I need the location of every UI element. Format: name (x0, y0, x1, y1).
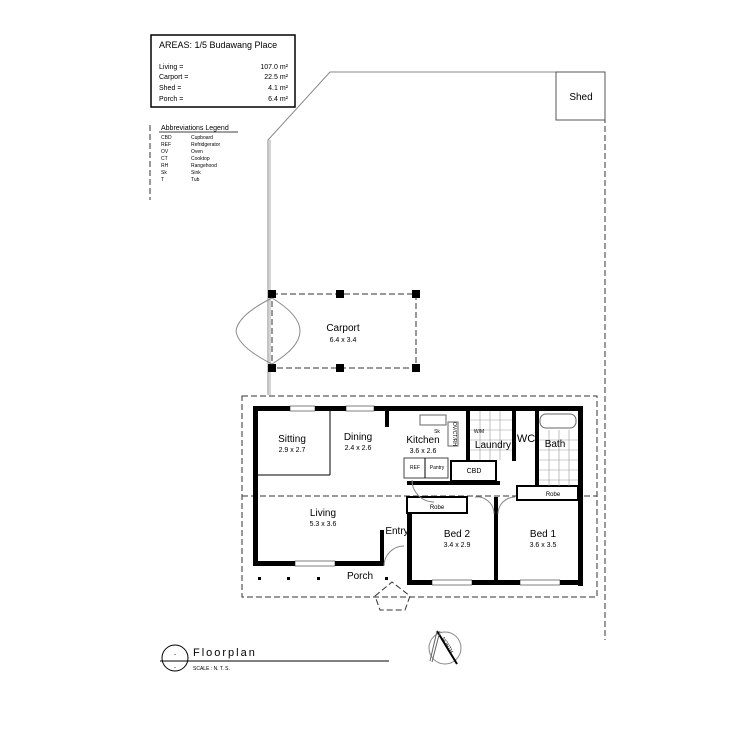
area-value: 107.0 m² (260, 64, 288, 71)
drawing-title: Floorplan (193, 647, 257, 659)
kitchen-sink-label: Sk (434, 429, 440, 435)
legend-meaning: Refridgerator (191, 142, 221, 148)
legend-abbr: CBD (161, 135, 172, 141)
north-label: NORTH (440, 636, 455, 655)
room-bed1-dims: 3.6 x 3.5 (530, 542, 557, 549)
room-bed2-label: Bed 2 (444, 529, 471, 540)
legend-abbr: RH (161, 163, 169, 169)
legend-meaning: Tub (191, 177, 200, 183)
carport-dims: 6.4 x 3.4 (330, 337, 357, 344)
room-kitchen-dims: 3.6 x 2.6 (410, 448, 437, 455)
legend-abbr: T (161, 177, 164, 183)
room-wc-label: WC (517, 433, 535, 445)
scale-label: SCALE : N. T. S. (193, 666, 230, 672)
area-value: 22.5 m² (264, 74, 288, 81)
abbreviations-legend: Abbreviations Legend CBD Cupboard REF Refr… (159, 125, 238, 183)
area-value: 4.1 m² (268, 85, 289, 92)
room-bath-label: Bath (545, 439, 566, 450)
room-entry-label: Entry (385, 526, 408, 537)
room-dining-label: Dining (344, 432, 372, 443)
legend-abbr: Sk (161, 170, 167, 176)
legend-title: Abbreviations Legend (161, 125, 229, 132)
legend-meaning: Sink (191, 170, 201, 176)
kitchen-appliance-label: OV/CT/RH (451, 422, 457, 446)
areas-box: AREAS: 1/5 Budawang Place Living = 107.0… (150, 34, 296, 108)
room-labels: Sitting 2.9 x 2.7 Dining 2.4 x 2.6 Kitch… (278, 422, 565, 582)
legend-meaning: Cooktop (191, 156, 210, 162)
area-label: Shed = (159, 85, 181, 92)
title-block: - - Floorplan SCALE : N. T. S. (160, 644, 389, 672)
areas-title: AREAS: 1/5 Budawang Place (159, 40, 277, 50)
carport: Carport 6.4 x 3.4 (235, 290, 420, 372)
laundry-wm-label: W/M (474, 429, 484, 435)
shed: Shed (555, 71, 606, 121)
room-kitchen-label: Kitchen (406, 435, 439, 446)
property-boundary (149, 71, 606, 640)
bed1-robe-label: Robe (546, 492, 561, 498)
area-value: 6.4 m² (268, 96, 289, 103)
legend-meaning: Rangehood (191, 163, 217, 169)
kitchen-ref-label: REF (410, 465, 420, 471)
room-living-label: Living (310, 508, 336, 519)
legend-abbr: CT (161, 156, 168, 162)
room-living-dims: 5.3 x 3.6 (310, 521, 337, 528)
legend-abbr: REF (161, 142, 171, 148)
area-label: Living = (159, 64, 183, 71)
carport-label: Carport (326, 323, 360, 334)
house (241, 395, 598, 611)
room-sitting-dims: 2.9 x 2.7 (279, 447, 306, 454)
room-bed2-dims: 3.4 x 2.9 (444, 542, 471, 549)
legend-meaning: Oven (191, 149, 203, 155)
title-marker: - (174, 652, 176, 658)
porch-label: Porch (347, 571, 373, 582)
area-label: Carport = (159, 74, 188, 81)
room-bed1-label: Bed 1 (530, 529, 557, 540)
cbd-label: CBD (467, 468, 482, 475)
room-laundry-label: Laundry (475, 440, 511, 451)
legend-abbr: OV (161, 149, 169, 155)
shed-label: Shed (569, 92, 592, 103)
bed2-robe-label: Robe (430, 505, 445, 511)
kitchen-pantry-label: Pantry (430, 465, 445, 471)
room-dining-dims: 2.4 x 2.6 (345, 445, 372, 452)
title-marker-2: - (174, 665, 176, 671)
legend-meaning: Cupboard (191, 135, 213, 141)
room-sitting-label: Sitting (278, 434, 306, 445)
area-label: Porch = (159, 96, 183, 103)
north-arrow-icon: NORTH (428, 630, 462, 665)
